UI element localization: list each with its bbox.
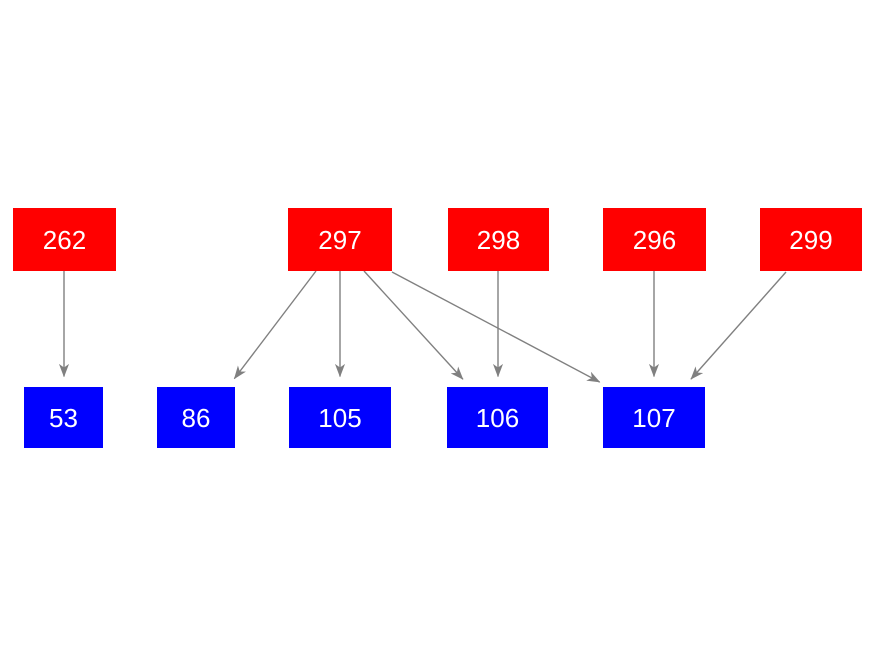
edge-297-to-86: [233, 270, 317, 380]
graph-node-label: 105: [318, 402, 362, 433]
graph-node-299[interactable]: 299: [760, 208, 862, 271]
graph-node-296[interactable]: 296: [603, 208, 706, 271]
graph-node-298[interactable]: 298: [448, 208, 549, 271]
graph-node-53[interactable]: 53: [24, 387, 103, 448]
graph-node-label: 106: [475, 402, 520, 433]
edges-group: [58, 270, 787, 383]
graph-node-label: 297: [318, 224, 362, 255]
graph-node-label: 298: [476, 224, 521, 255]
graph-node-label: 296: [632, 224, 677, 255]
graph-node-106[interactable]: 106: [447, 387, 548, 448]
graph-node-label: 86: [181, 402, 211, 433]
graph-node-label: 107: [632, 402, 676, 433]
graph-node-label: 53: [49, 402, 78, 433]
graph-node-297[interactable]: 297: [288, 208, 392, 271]
graph-node-label: 262: [42, 224, 87, 255]
graph-node-label: 299: [789, 224, 833, 255]
graph-node-107[interactable]: 107: [603, 387, 705, 448]
edge-297-to-107: [391, 271, 601, 383]
graph-node-105[interactable]: 105: [289, 387, 391, 448]
graph-node-86[interactable]: 86: [157, 387, 235, 448]
graph-node-262[interactable]: 262: [13, 208, 116, 271]
edge-299-to-107: [690, 271, 787, 380]
edge-297-to-106: [363, 270, 464, 380]
